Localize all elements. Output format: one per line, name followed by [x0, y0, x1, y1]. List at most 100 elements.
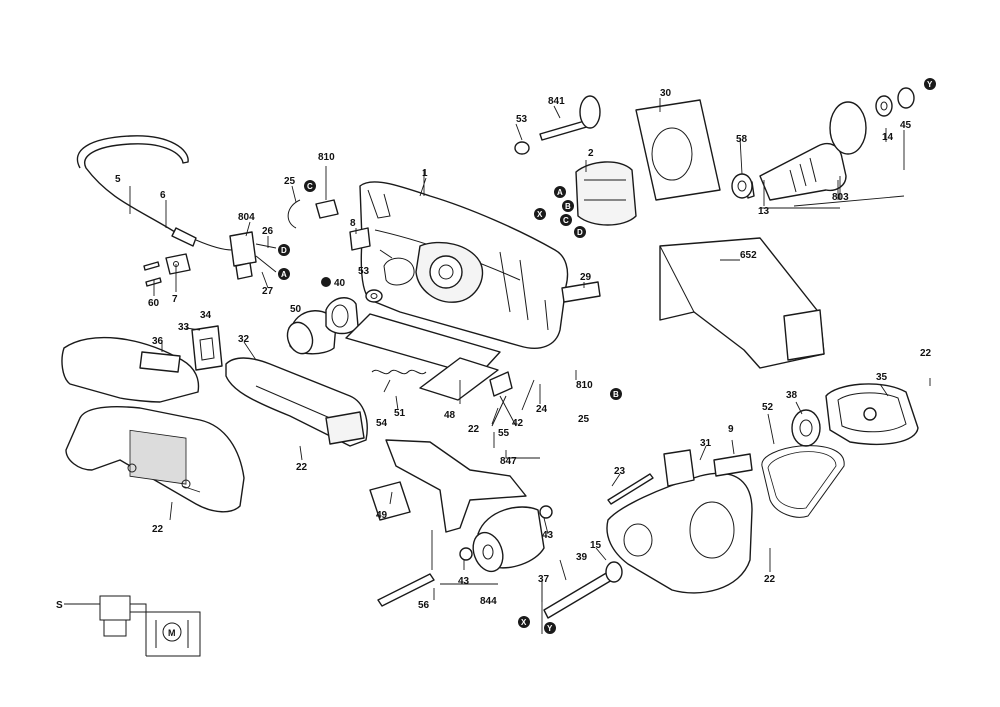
ref-c-motor: C	[560, 214, 572, 226]
callout-42: 42	[512, 418, 524, 429]
callout-numbers: 5 6 7 60 804 26 27 25 810 8 1 53 841 2 3…	[115, 88, 932, 611]
callout-53-top: 53	[516, 114, 528, 125]
callout-8: 8	[350, 218, 356, 229]
callout-804: 804	[238, 212, 255, 223]
belt-cover-32	[225, 357, 368, 447]
callout-49: 49	[376, 510, 388, 521]
label-36	[139, 351, 181, 373]
svg-text:Y: Y	[927, 80, 933, 89]
rear-handle	[61, 336, 245, 513]
motor-housing	[359, 181, 569, 349]
callout-7: 7	[172, 294, 178, 305]
field-coil	[575, 161, 637, 226]
spring-51	[371, 369, 427, 375]
callout-22-bottom: 22	[764, 574, 776, 585]
callout-29: 29	[580, 272, 592, 283]
callout-22-center: 22	[468, 424, 480, 435]
ref-a-top: A	[278, 268, 290, 280]
callout-39: 39	[576, 552, 588, 563]
callout-36: 36	[152, 336, 164, 347]
gear-housing-31	[606, 449, 753, 594]
svg-text:X: X	[537, 210, 543, 219]
callout-40: 40	[334, 278, 346, 289]
wiring-schematic: S M	[56, 595, 201, 657]
label-9	[713, 453, 753, 477]
callout-9: 9	[728, 424, 734, 435]
callout-5: 5	[115, 174, 121, 185]
callout-48: 48	[444, 410, 456, 421]
spacer-8	[349, 227, 371, 251]
dust-bag	[659, 237, 825, 369]
callout-37: 37	[538, 574, 550, 585]
callout-15: 15	[590, 540, 602, 551]
callout-22-cover: 22	[296, 462, 308, 473]
ref-b-lower: B	[610, 388, 622, 400]
frame-847	[369, 439, 527, 533]
callout-45: 45	[900, 120, 912, 131]
callout-6: 6	[160, 190, 166, 201]
callout-43-right: 43	[542, 530, 554, 541]
field-plate-30	[635, 99, 721, 201]
ref-x-top: X	[534, 208, 546, 220]
ref-x-lower: X	[518, 616, 530, 628]
ref-a-motor: A	[554, 186, 566, 198]
callout-2: 2	[588, 148, 594, 159]
svg-text:A: A	[557, 188, 563, 197]
callout-810-top: 810	[318, 152, 335, 163]
platen-48	[345, 313, 501, 401]
roller-844	[472, 506, 545, 573]
svg-text:A: A	[281, 270, 287, 279]
callout-23: 23	[614, 466, 626, 477]
callout-24: 24	[536, 404, 548, 415]
cord-screws	[143, 261, 162, 287]
ref-y-lower: Y	[544, 622, 556, 634]
callout-58: 58	[736, 134, 748, 145]
callout-60: 60	[148, 298, 160, 309]
bearing-53-top	[514, 141, 530, 155]
svg-text:C: C	[563, 216, 569, 225]
callout-22-handle: 22	[152, 524, 164, 535]
schematic-motor-label: M	[168, 628, 176, 638]
bearing-58	[731, 173, 753, 199]
callout-841: 841	[548, 96, 565, 107]
screw-23	[607, 473, 654, 505]
ref-c-top: C	[304, 180, 316, 192]
svg-text:D: D	[577, 228, 583, 237]
ref-y-top: Y	[924, 78, 936, 90]
shaft-39	[543, 561, 623, 619]
pulley-38	[791, 409, 821, 447]
reference-markers: C D A A B C D X Y B X Y	[278, 78, 936, 634]
callout-27: 27	[262, 286, 274, 297]
power-cord	[76, 135, 233, 251]
callout-56: 56	[418, 600, 430, 611]
callout-810-lower: 810	[576, 380, 593, 391]
callout-50: 50	[290, 304, 302, 315]
bushings-43	[459, 505, 553, 561]
callout-847: 847	[500, 456, 517, 467]
ref-b-motor: B	[562, 200, 574, 212]
callout-844: 844	[480, 596, 497, 607]
drive-belt-52	[761, 445, 845, 518]
callout-34: 34	[200, 310, 212, 321]
callout-1: 1	[422, 168, 428, 179]
callout-55: 55	[498, 428, 510, 439]
cord-clamp	[165, 253, 191, 275]
callout-803: 803	[832, 192, 849, 203]
drive-roller-50	[286, 310, 337, 355]
schematic-supply-label: S	[56, 600, 63, 611]
label-29	[561, 281, 601, 303]
callout-26: 26	[262, 226, 274, 237]
svg-text:B: B	[613, 390, 619, 399]
callout-32: 32	[238, 334, 250, 345]
callout-51: 51	[394, 408, 406, 419]
gear-cover-35	[825, 383, 919, 445]
callout-54: 54	[376, 418, 388, 429]
callout-30: 30	[660, 88, 672, 99]
callout-53-front: 53	[358, 266, 370, 277]
callout-652: 652	[740, 250, 757, 261]
clip-34	[191, 325, 223, 371]
callout-43-left: 43	[458, 576, 470, 587]
svg-text:B: B	[565, 202, 571, 211]
callout-33: 33	[178, 322, 190, 333]
